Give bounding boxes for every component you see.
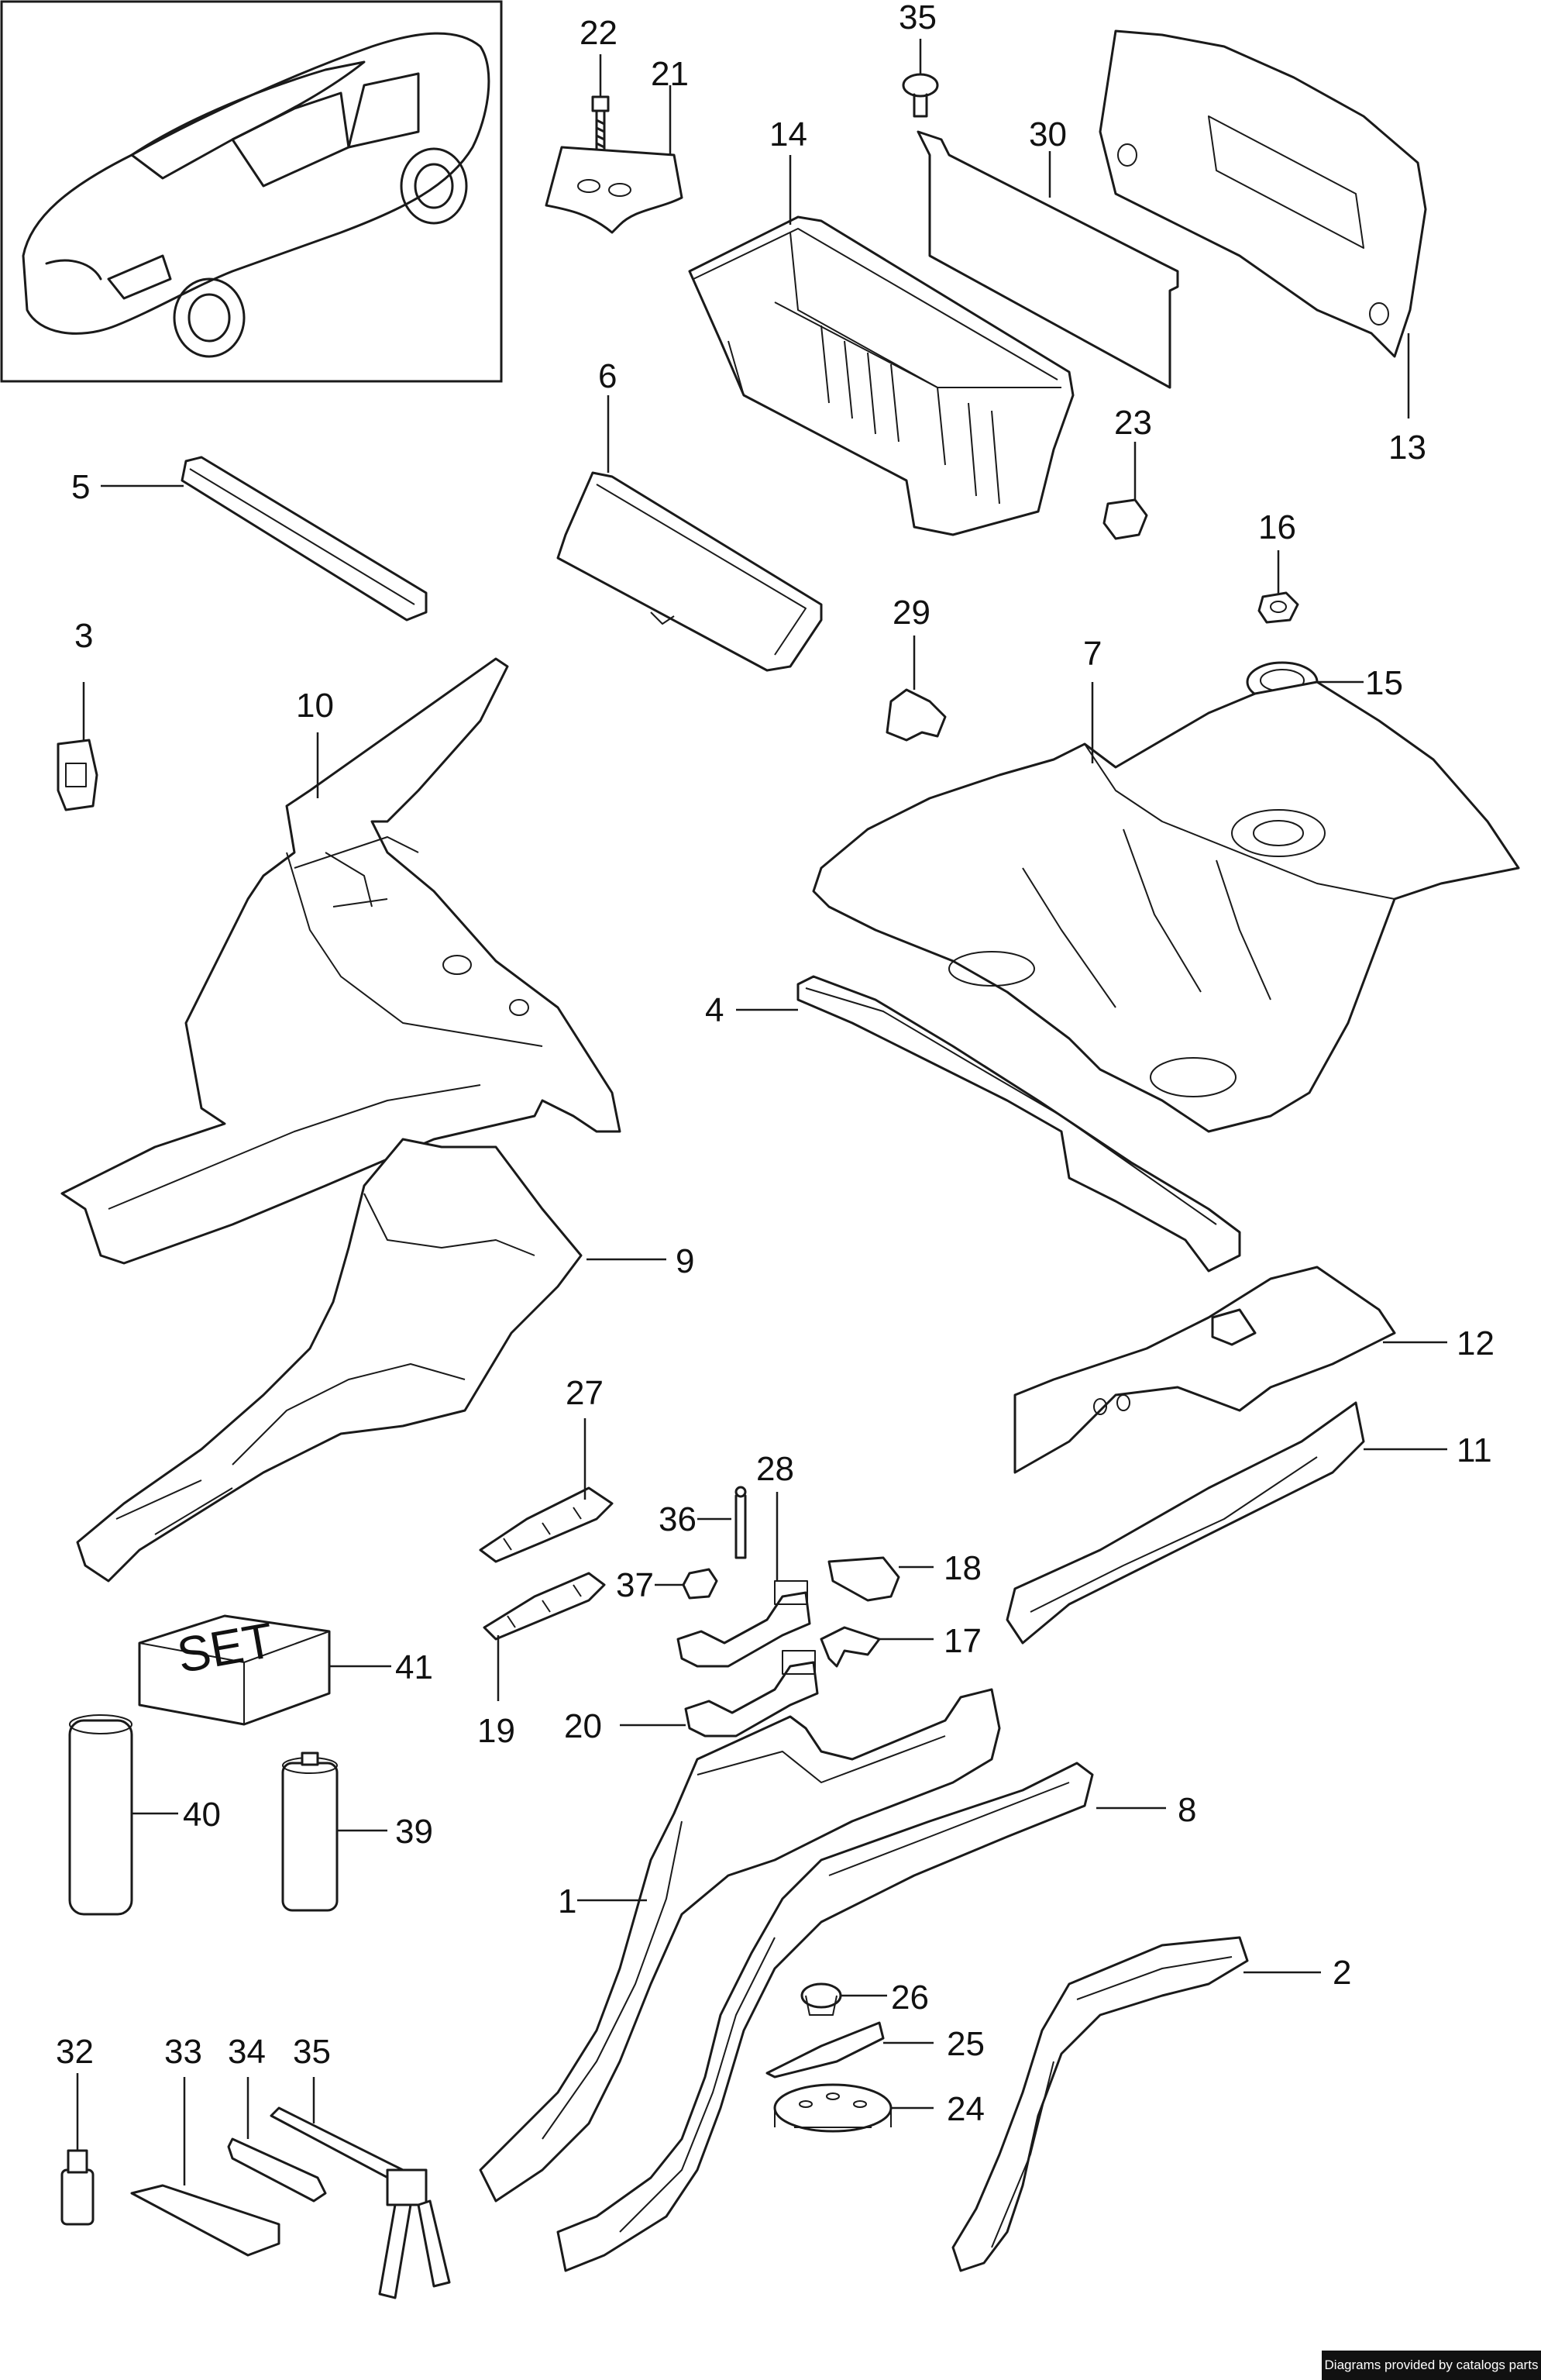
callout-14: 14 [769,115,807,153]
callout-21: 21 [651,55,689,93]
part-37-bottle [60,2149,95,2226]
callout-40: 40 [183,1796,221,1834]
callout-35: 35 [293,2033,331,2071]
callout-23: 23 [1114,404,1152,442]
part-40-spray-can [68,1714,133,1916]
callout-13: 13 [1388,429,1426,467]
part-5-channel [181,456,428,622]
part-14-storage-tray [688,215,1075,536]
callout-11: 11 [1457,1431,1492,1469]
part-34-tube [130,2184,280,2257]
callout-24: 24 [947,2090,985,2128]
callout-3: 3 [74,617,93,655]
callout-27: 27 [566,1374,604,1412]
callout-18: 18 [944,1549,982,1587]
part-3-bracket [57,739,98,811]
callout-7: 7 [1083,635,1102,673]
part-16-nut [1257,591,1299,624]
callout-5: 5 [71,468,90,506]
part-41-set-box: SET [138,1612,331,1726]
part-39-cartridge [281,1751,339,1912]
part-13-rear-panel [1099,29,1427,358]
part-7-rear-floor [812,680,1520,1133]
credit-label: Diagrams provided by catalogs parts [1322,2351,1541,2380]
callout-6: 6 [598,357,617,395]
callout-1: 1 [558,1882,576,1920]
part-6-cross-member [556,471,823,672]
part-8-side-member [556,1762,1094,2272]
callout-29: 29 [893,594,930,632]
callout-9: 9 [676,1242,694,1280]
part-33-nut [682,1568,718,1600]
callout-39: 39 [395,1813,433,1851]
part-32-bolt [734,1486,747,1559]
callout-30: 30 [1029,115,1067,153]
part-28-mount [676,1580,811,1668]
part-19-bracket [483,1572,606,1641]
callout-37: 32 [56,2033,94,2071]
part-10-wheel-arch [60,657,621,1265]
part-36-nozzle [227,2137,327,2203]
part-9-wheel-house [76,1138,583,1583]
callout-17: 17 [944,1622,982,1660]
callout-4: 4 [705,991,724,1029]
part-1-side-member [479,1688,1001,2203]
callout-8: 8 [1178,1791,1196,1829]
callout-32: 36 [659,1500,697,1538]
part-24-mount [773,2083,893,2133]
callout-36: 34 [228,2033,266,2071]
part-11-member [1006,1401,1365,1645]
part-12-member [1013,1266,1396,1474]
part-4-cross-member [796,975,1241,1273]
callout-28: 28 [756,1450,794,1488]
vehicle-thumbnail [0,0,503,383]
part-31-clip [902,73,939,118]
part-26-grommet [800,1982,842,2016]
callout-16: 16 [1258,508,1296,546]
callout-26: 26 [891,1979,929,2017]
part-21-bracket [545,146,683,234]
part-17-bracket [820,1626,881,1668]
part-23-clip [1102,498,1148,540]
callout-2: 2 [1333,1954,1351,1992]
callout-33: 37 [616,1566,654,1604]
callout-31: 35 [899,0,937,36]
callout-25: 25 [947,2025,985,2063]
part-29-bracket [886,688,947,742]
part-35-applicator-gun [270,2106,451,2299]
part-22-bolt [591,95,610,153]
part-2-reinforcement [951,1936,1249,2272]
part-20-mount [684,1650,819,1738]
callout-41: 41 [395,1648,433,1686]
callout-12: 12 [1457,1324,1495,1362]
callout-19: 19 [477,1712,515,1750]
callout-15: 15 [1365,664,1403,702]
part-30-trim-panel [917,130,1179,389]
callout-labels: 22 21 35 14 30 13 6 5 23 16 3 29 7 15 10… [56,0,1495,2128]
part-27-bracket [479,1486,614,1563]
part-25-cover [765,2021,885,2079]
callout-10: 10 [296,687,334,725]
part-18-clip [827,1556,900,1602]
callout-22: 22 [580,14,617,52]
callout-34: 33 [164,2033,202,2071]
callout-20: 20 [564,1707,602,1745]
